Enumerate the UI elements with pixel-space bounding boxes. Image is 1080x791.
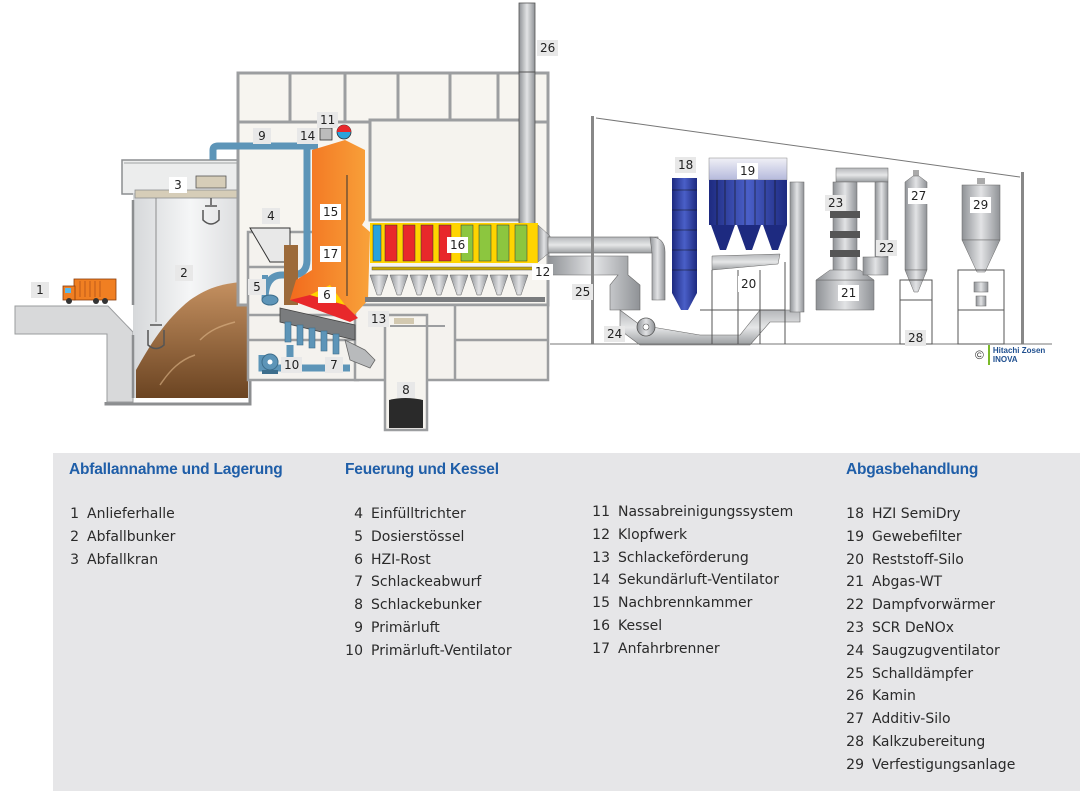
brand-logo-text: Hitachi Zosen INOVA bbox=[992, 346, 1046, 364]
label-29: 29 bbox=[970, 197, 992, 213]
label-3: 3 bbox=[169, 177, 187, 193]
boiler-bundles bbox=[370, 223, 551, 271]
label-28: 28 bbox=[905, 330, 927, 346]
label-4: 4 bbox=[262, 208, 280, 224]
label-20: 20 bbox=[738, 276, 760, 292]
truck-icon bbox=[62, 278, 117, 304]
label-21: 21 bbox=[838, 285, 860, 301]
label-11: 11 bbox=[317, 112, 339, 128]
label-7: 7 bbox=[325, 357, 343, 373]
secondary-air-fan-icon bbox=[319, 127, 333, 141]
label-12: 12 bbox=[532, 264, 554, 280]
crane-grab-icon bbox=[202, 198, 220, 225]
label-6: 6 bbox=[318, 287, 336, 303]
label-9: 9 bbox=[253, 128, 271, 144]
label-2: 2 bbox=[175, 265, 193, 281]
copyright-notice: © Hitachi Zosen INOVA bbox=[975, 345, 1045, 365]
label-22: 22 bbox=[876, 240, 898, 256]
label-25: 25 bbox=[572, 284, 594, 300]
induced-draft-fan-icon bbox=[636, 317, 656, 337]
label-16: 16 bbox=[447, 237, 469, 253]
chimney bbox=[518, 2, 536, 229]
wet-cleaning-icon bbox=[336, 124, 352, 140]
label-8: 8 bbox=[397, 382, 415, 398]
ducting-column bbox=[789, 181, 805, 313]
label-18: 18 bbox=[675, 157, 697, 173]
label-19: 19 bbox=[737, 163, 759, 179]
label-24: 24 bbox=[604, 326, 626, 342]
label-23: 23 bbox=[825, 195, 847, 211]
plant-diagram-svg bbox=[14, 2, 1052, 432]
label-10: 10 bbox=[281, 357, 303, 373]
semidry-reactor bbox=[672, 178, 697, 310]
label-15: 15 bbox=[320, 204, 342, 220]
primary-air-fan-icon bbox=[261, 353, 279, 374]
label-5: 5 bbox=[248, 279, 266, 295]
support-frames bbox=[700, 262, 786, 344]
ash-hoppers bbox=[369, 274, 529, 296]
copyright-symbol: © bbox=[975, 348, 984, 362]
section-heading: Abgasbehandlung bbox=[846, 461, 979, 478]
label-26: 26 bbox=[537, 40, 559, 56]
section-heading: Abfallannahme und Lagerung bbox=[69, 461, 283, 478]
label-17: 17 bbox=[320, 246, 342, 262]
plant-diagram: 1 2 3 4 5 6 7 8 9 10 11 12 13 14 15 16 1… bbox=[14, 2, 1052, 432]
label-1: 1 bbox=[31, 282, 49, 298]
grate bbox=[279, 307, 376, 369]
crane-grab-lower-icon bbox=[147, 324, 165, 350]
slag-conveyor bbox=[365, 297, 545, 302]
label-13: 13 bbox=[368, 311, 390, 327]
label-14: 14 bbox=[297, 128, 319, 144]
label-27: 27 bbox=[908, 188, 930, 204]
delivery-hall bbox=[14, 305, 134, 403]
brand-bar bbox=[987, 345, 990, 365]
slag-bunker bbox=[383, 313, 445, 432]
flue-gas-duct bbox=[547, 236, 801, 346]
section-heading: Feuerung und Kessel bbox=[345, 461, 499, 478]
